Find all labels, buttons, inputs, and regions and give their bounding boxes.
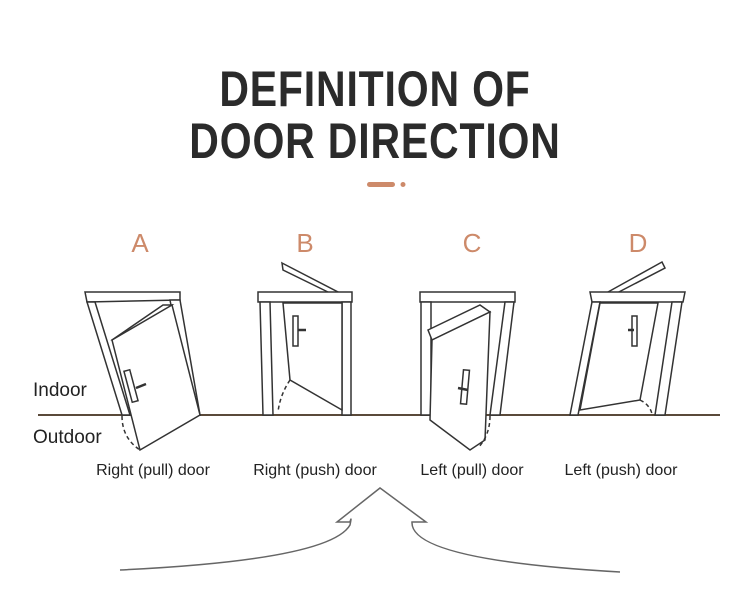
door-letter-b: B: [296, 228, 314, 258]
caption-right-push: Right (push) door: [253, 462, 377, 479]
caption-left-push: Left (push) door: [564, 462, 678, 479]
door-a-illustration: [84, 291, 201, 452]
outdoor-label: Outdoor: [33, 427, 102, 448]
caption-right-pull: Right (pull) door: [96, 462, 210, 479]
door-d-illustration: [569, 260, 686, 416]
door-letter-d: D: [628, 228, 648, 258]
title-divider: [367, 182, 406, 187]
door-letter-a: A: [131, 228, 149, 258]
door-letter-c: C: [462, 228, 482, 258]
door-b-illustration: [257, 261, 353, 416]
door-c-illustration: [419, 291, 516, 451]
caption-left-pull: Left (pull) door: [420, 462, 524, 479]
title-line-1: DEFINITION OF: [219, 61, 531, 117]
title-line-2: DOOR DIRECTION: [189, 113, 561, 169]
indoor-label: Indoor: [33, 380, 87, 401]
up-arrow-icon: [119, 487, 621, 573]
